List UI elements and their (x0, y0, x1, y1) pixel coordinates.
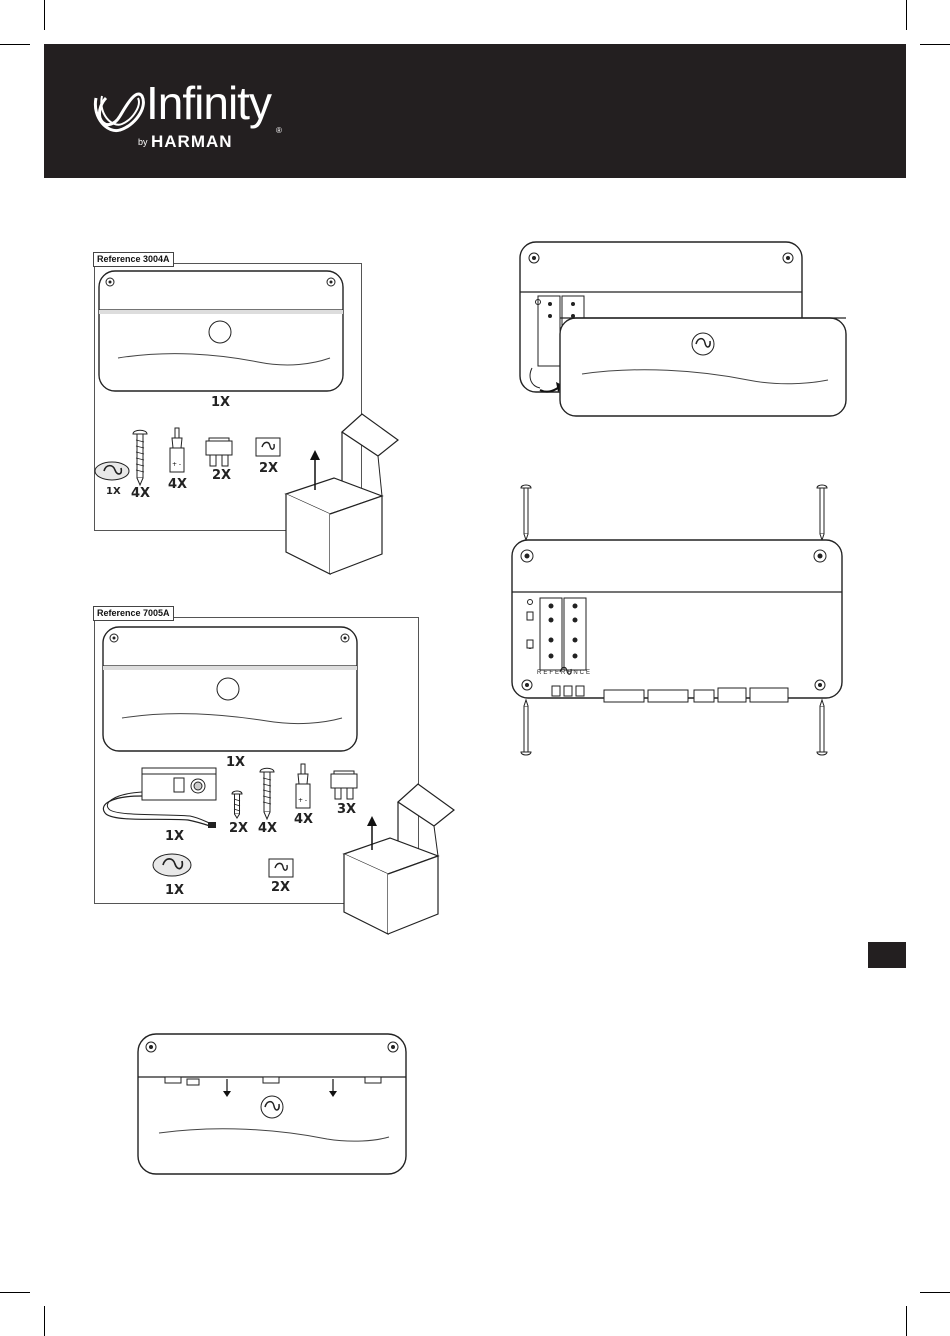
long-screw-icon (521, 485, 531, 540)
open-box-icon (282, 412, 412, 580)
crop-mark (920, 44, 950, 45)
amp-panel-label: REFERENCE (537, 670, 592, 676)
brand-harman-text: HARMAN (151, 132, 233, 152)
crop-mark (0, 1292, 30, 1293)
reference-label: Reference 3004A (93, 252, 174, 267)
long-screw-icon (817, 700, 827, 755)
item-quantity: 4X (131, 486, 150, 501)
item-quantity: 1X (165, 883, 184, 898)
registered-mark: ® (276, 126, 282, 135)
crop-mark (906, 0, 907, 30)
item-quantity: 2X (271, 880, 290, 895)
item-quantity: 2X (259, 461, 278, 476)
short-screw-icon (231, 789, 243, 819)
long-screw-icon (521, 700, 531, 755)
item-quantity: 4X (168, 477, 187, 492)
crop-mark (920, 1292, 950, 1293)
bass-remote-icon (98, 766, 224, 832)
infinity-swirl-icon (90, 88, 150, 140)
item-quantity: 4X (294, 812, 313, 827)
crop-mark (44, 1306, 45, 1336)
brand-by-text: by (138, 137, 148, 147)
speaker-terminal-icon: + - (168, 428, 186, 474)
amp-quantity: 1X (211, 395, 230, 410)
blade-fuse-icon (205, 437, 233, 467)
item-quantity: 2X (212, 468, 231, 483)
brand-logo-text: Infinity (146, 80, 271, 126)
item-quantity: 1X (106, 486, 121, 497)
long-screw-icon (817, 485, 827, 540)
speaker-terminal-icon: + - (294, 764, 312, 810)
long-screw-icon (132, 428, 148, 486)
crop-mark (44, 0, 45, 30)
logo-sticker-icon (268, 858, 294, 878)
item-quantity: 2X (229, 821, 248, 836)
amplifier-cover-removal-view (518, 240, 848, 418)
crop-mark (906, 1306, 907, 1336)
amplifier-top-view (98, 270, 344, 392)
amp-quantity: 1X (226, 755, 245, 770)
emblem-badge-icon (151, 852, 193, 878)
emblem-badge-icon (93, 460, 131, 482)
svg-text:+ -: + - (298, 797, 307, 804)
open-box-icon (340, 782, 470, 938)
amplifier-top-view (102, 626, 358, 752)
item-quantity: 1X (165, 829, 184, 844)
amplifier-cover-install-view (137, 1033, 407, 1175)
crop-mark (0, 44, 30, 45)
logo-sticker-icon (255, 437, 281, 457)
amplifier-mounting-view (510, 480, 848, 762)
item-quantity: 4X (258, 821, 277, 836)
long-screw-icon (259, 766, 275, 820)
page-tab (868, 942, 906, 968)
reference-label: Reference 7005A (93, 606, 174, 621)
svg-text:+ -: + - (172, 461, 181, 468)
